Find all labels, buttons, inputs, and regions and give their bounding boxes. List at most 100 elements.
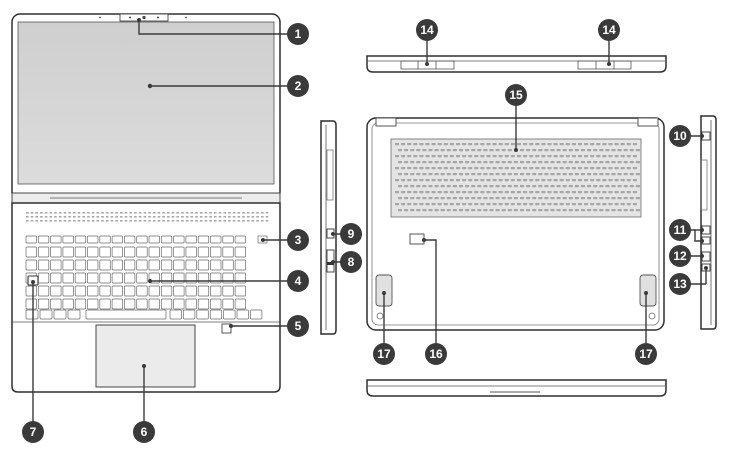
vent-slot [611,197,616,200]
keyboard-key [185,259,197,271]
vent-slot [498,191,503,194]
vent-slot [526,209,531,212]
grille-dot [176,220,179,222]
grille-dot [265,220,269,222]
keyboard-key [234,285,246,297]
vent-slot [395,179,399,182]
grille-dot [40,212,43,214]
grille-dot [82,216,85,218]
vent-slot [398,173,402,176]
vent-slot [437,155,442,158]
vent-slot [477,173,482,176]
grille-dot [176,216,179,218]
keyboard-key [210,285,222,297]
grille-dot [232,216,236,218]
grille-dot [171,216,175,218]
keyboard-key [210,259,222,271]
vent-slot [520,149,524,152]
vent-slot [507,161,512,164]
grille-dot [124,216,128,218]
grille-dot [162,220,165,222]
vent-slot [611,173,616,176]
vent-slot [498,155,503,158]
vent-slot [620,179,625,182]
vent-slot [568,185,573,188]
vent-slot [635,209,640,212]
keyboard-key [136,285,148,297]
vent-slot [446,149,451,152]
keyboard-key [136,298,148,310]
vent-slot [465,173,470,176]
vent-slot [523,143,528,146]
vent-slot [471,149,476,152]
vent-slot [544,161,549,164]
vent-slot [428,149,433,152]
vent-slot [510,179,515,182]
grille-dot [256,220,259,222]
vent-slot [608,203,613,206]
vent-slot [449,167,454,170]
vent-slot [632,167,637,170]
vent-slot [449,191,454,194]
vent-slot [556,209,561,212]
grille-dot [157,212,161,214]
keyboard-key [25,285,37,297]
grille-dot [246,216,250,218]
grille-dot [101,216,104,218]
vent-slot [529,191,534,194]
vent-slot [513,197,518,200]
vent-slot [620,191,625,194]
keyboard-key [173,285,185,297]
vent-slot [416,209,421,212]
keyboard-key [185,246,197,258]
vent-slot [608,143,613,146]
keyboard-key [87,285,99,297]
vent-slot [477,197,482,200]
vent-slot [443,191,448,194]
callout-17-right: 17 [635,343,657,365]
vent-slot [532,209,537,212]
keyboard-key [124,285,136,297]
grille-dot [214,216,217,218]
vent-slot [550,185,555,188]
grille-dot [26,216,29,218]
vent-slot [404,185,409,188]
keyboard-key [222,285,234,297]
vent-slot [474,179,479,182]
vent-slot [428,209,433,212]
keyboard-key [50,235,62,244]
vent-slot [611,161,616,164]
vent-slot [562,197,567,200]
keyboard-key [234,246,246,258]
vent-slot [431,143,436,146]
vent-slot [556,173,561,176]
keyboard-key [124,235,136,244]
grille-dot [91,216,95,218]
vent-slot [593,197,598,200]
vent-slot [559,167,564,170]
vent-slot [590,179,595,182]
grille-dot [129,212,132,214]
keyboard-key [160,246,173,258]
grille-dot [77,216,81,218]
vent-slot [529,179,534,182]
grille-dot [49,220,53,222]
grille-dot [157,216,161,218]
vent-slot [425,191,430,194]
vent-slot [407,167,412,170]
grille-dot [199,216,203,218]
grille-dot [204,212,208,214]
keyboard-key [87,235,99,244]
vent-slot [568,173,573,176]
vent-slot [452,197,457,200]
vent-slot [492,143,497,146]
vent-slot [623,161,628,164]
keyboard-key [148,285,160,297]
vent-slot [401,179,406,182]
vent-slot [504,191,509,194]
vent-slot [578,143,582,146]
keyboard-key [87,298,99,310]
keyboard-key [74,298,87,310]
grille-dot [30,216,34,218]
vent-slot [501,149,506,152]
